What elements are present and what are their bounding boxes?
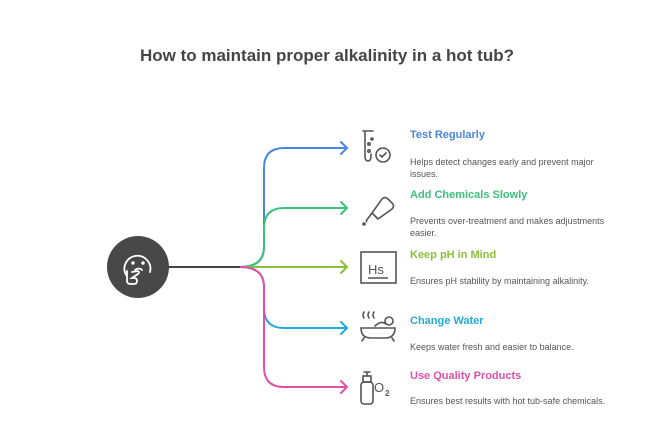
item-title: Keep pH in Mind [410, 249, 497, 261]
branch-line [239, 266, 347, 388]
branch-line [239, 207, 347, 268]
icon-bottle-o2: O 2 [360, 371, 390, 405]
arrow-head-icon [340, 380, 349, 394]
item-title: Use Quality Products [410, 370, 522, 382]
item-description: Prevents over-treatment and makes adjust… [410, 216, 605, 238]
arrow-head-icon [340, 260, 349, 274]
item-title: Change Water [410, 315, 484, 327]
item-title: Test Regularly [410, 129, 485, 141]
svg-text:2: 2 [385, 389, 390, 398]
icon-dropper [362, 196, 395, 226]
center-node [107, 236, 169, 298]
item-description: Ensures best results with hot tub-safe c… [410, 396, 606, 406]
item-description: Keeps water fresh and easier to balance. [410, 342, 574, 352]
icon-test-tube [362, 130, 391, 163]
svg-text:O: O [374, 380, 384, 395]
item-title: Add Chemicals Slowly [410, 189, 528, 201]
arrow-head-icon [340, 201, 349, 215]
item-description: Ensures pH stability by maintaining alka… [410, 276, 589, 286]
icon-hs: Hs [360, 251, 397, 284]
branch-line [239, 266, 347, 329]
svg-text:Hs: Hs [368, 262, 384, 277]
icon-bath [360, 311, 396, 342]
diagram-title: How to maintain proper alkalinity in a h… [139, 46, 515, 65]
item-description: Helps detect changes early and prevent m… [410, 157, 594, 179]
arrow-head-icon [340, 321, 349, 335]
thinking-face-icon [123, 254, 152, 285]
arrow-head-icon [340, 141, 349, 155]
